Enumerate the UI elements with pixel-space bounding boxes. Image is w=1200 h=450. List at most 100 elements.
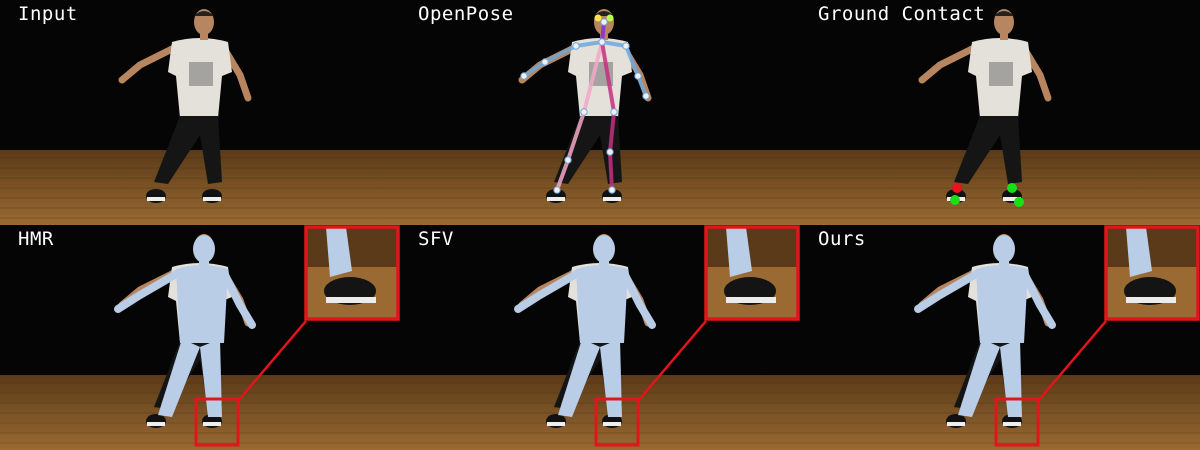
wooden-floor bbox=[0, 150, 400, 225]
mesh-left-arm bbox=[914, 269, 982, 313]
eye-keypoint bbox=[594, 14, 602, 22]
mesh-left-leg bbox=[558, 339, 600, 417]
panel-input-image bbox=[0, 0, 400, 225]
right-shoe-sole bbox=[203, 197, 221, 201]
skeleton-joint bbox=[600, 18, 608, 26]
zoom-inset-leg bbox=[1126, 227, 1152, 277]
skeleton-bone bbox=[574, 40, 604, 48]
zoom-inset-sole bbox=[326, 297, 376, 303]
skeleton-bone bbox=[600, 40, 628, 48]
eye-keypoint bbox=[606, 14, 614, 22]
wooden-floor bbox=[0, 375, 400, 450]
skeleton-joint bbox=[553, 186, 561, 194]
mesh-head bbox=[993, 235, 1015, 263]
zoom-source-box bbox=[594, 397, 640, 447]
zoom-inset-sole bbox=[1126, 297, 1176, 303]
hair bbox=[994, 11, 1014, 16]
panel-input: Input bbox=[0, 0, 400, 225]
skeleton-joint bbox=[572, 42, 580, 50]
mesh-right-arm bbox=[620, 269, 656, 329]
mesh-right-arm bbox=[1020, 269, 1056, 329]
zoom-inset-border bbox=[304, 225, 400, 321]
zoom-inset bbox=[304, 225, 400, 321]
panel-label-ground-contact: Ground Contact bbox=[818, 3, 986, 25]
mesh-head bbox=[193, 235, 215, 263]
zoom-inset-sole bbox=[726, 297, 776, 303]
panel-label-input: Input bbox=[18, 3, 78, 25]
skeleton-bone bbox=[582, 40, 604, 114]
zoom-connector-line bbox=[1037, 320, 1107, 402]
mesh-torso bbox=[176, 265, 228, 343]
left-shoe-sole bbox=[547, 197, 565, 201]
skeleton-joint bbox=[520, 72, 528, 80]
mesh-neck bbox=[199, 259, 209, 269]
zoom-inset-border bbox=[1104, 225, 1200, 321]
panel-hmr-image bbox=[0, 225, 400, 450]
skeleton-bone bbox=[600, 40, 616, 114]
panel-label-hmr: HMR bbox=[18, 228, 54, 250]
panel-ground-contact-image bbox=[800, 0, 1200, 225]
skeleton-joint bbox=[642, 92, 650, 100]
left-shoe-sole bbox=[147, 197, 165, 201]
skeleton-bone bbox=[543, 44, 578, 64]
pants bbox=[554, 116, 622, 184]
zoom-source-box bbox=[194, 397, 240, 447]
left-arm bbox=[918, 41, 984, 84]
skeleton-joint bbox=[598, 38, 606, 46]
skeleton-joint bbox=[580, 108, 588, 116]
panel-ours-image bbox=[800, 225, 1200, 450]
shirt-print bbox=[189, 62, 213, 86]
right-shoe-sole bbox=[203, 422, 221, 426]
panel-label-sfv: SFV bbox=[418, 228, 454, 250]
panel-openpose: OpenPose bbox=[400, 0, 800, 225]
skeleton-joint bbox=[608, 186, 616, 194]
panel-hmr: HMR bbox=[0, 225, 400, 450]
panel-sfv-image bbox=[400, 225, 800, 450]
panel-ground-contact: Ground Contact bbox=[800, 0, 1200, 225]
skeleton-bone bbox=[566, 110, 586, 162]
skeleton-joint bbox=[622, 42, 630, 50]
contact-marker-on bbox=[950, 195, 960, 205]
panel-label-openpose: OpenPose bbox=[418, 3, 514, 25]
left-shoe-sole bbox=[947, 422, 965, 426]
skeleton-joint bbox=[634, 72, 642, 80]
mesh-left-arm bbox=[514, 269, 582, 313]
wooden-floor bbox=[400, 375, 800, 450]
mesh-torso bbox=[976, 265, 1028, 343]
skeleton-bone bbox=[608, 150, 614, 192]
mesh-torso bbox=[576, 265, 628, 343]
skeleton-joint bbox=[564, 156, 572, 164]
zoom-source-box bbox=[994, 397, 1040, 447]
left-shoe-sole bbox=[147, 422, 165, 426]
mesh-neck bbox=[999, 259, 1009, 269]
contact-marker-off bbox=[952, 183, 962, 193]
shirt-print bbox=[989, 62, 1013, 86]
skeleton-joint bbox=[610, 108, 618, 116]
skeleton-joint bbox=[541, 58, 549, 66]
skeleton-joint bbox=[606, 148, 614, 156]
mesh-left-arm bbox=[114, 269, 182, 313]
wooden-floor bbox=[400, 150, 800, 225]
right-shoe-sole bbox=[1003, 422, 1021, 426]
hair bbox=[194, 11, 214, 16]
contact-marker-on bbox=[1014, 197, 1024, 207]
mesh-right-arm bbox=[220, 269, 256, 329]
panel-openpose-image bbox=[400, 0, 800, 225]
zoom-inset-shadow bbox=[706, 227, 798, 267]
right-shoe-sole bbox=[603, 197, 621, 201]
right-shoe-sole bbox=[1003, 197, 1021, 201]
panel-sfv: SFV bbox=[400, 225, 800, 450]
panel-ours: Ours bbox=[800, 225, 1200, 450]
zoom-inset bbox=[704, 225, 800, 321]
zoom-connector-line bbox=[237, 320, 307, 402]
zoom-inset-shadow bbox=[1106, 227, 1198, 267]
pants bbox=[154, 116, 222, 184]
contact-marker-on bbox=[1007, 183, 1017, 193]
pants bbox=[954, 116, 1022, 184]
wooden-floor bbox=[800, 375, 1200, 450]
mesh-head bbox=[593, 235, 615, 263]
panel-label-ours: Ours bbox=[818, 228, 866, 250]
skeleton-bone bbox=[555, 158, 570, 192]
zoom-inset bbox=[1104, 225, 1200, 321]
